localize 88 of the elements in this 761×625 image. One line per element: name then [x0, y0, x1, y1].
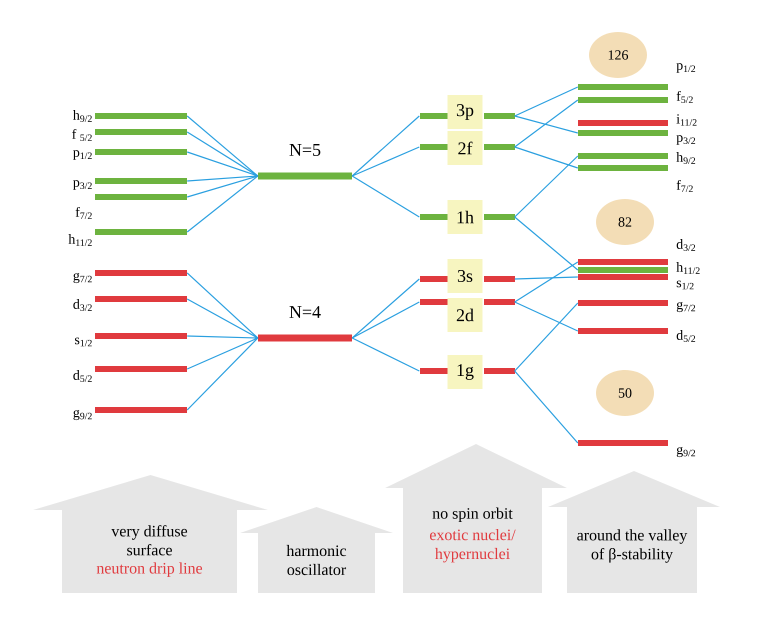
- node-label: h$_{9/2}$: [73, 110, 92, 122]
- energy-level: g$_{7/2}$: [73, 270, 187, 284]
- energy-level: 2d: [420, 298, 515, 332]
- energy-level: 2f: [420, 131, 515, 165]
- energy-level: f $_{5/2}$: [72, 128, 187, 142]
- energy-level: g$_{7/2}$: [578, 300, 696, 312]
- connector-line: [186, 337, 258, 370]
- connector-line: [352, 175, 420, 218]
- energy-level: N=5: [258, 144, 352, 180]
- node-label: p$_{1/2}$: [676, 63, 696, 73]
- energy-level: h$_{11/2}$: [68, 229, 187, 246]
- energy-level: d$_{5/2}$: [578, 328, 696, 342]
- node-label: h$_{11/2}$: [676, 262, 700, 274]
- node-label: h$_{11/2}$: [68, 234, 92, 246]
- connector-line: [352, 337, 420, 372]
- energy-level: g$_{9/2}$: [73, 407, 187, 420]
- node-label: p$_{3/2}$: [73, 180, 92, 190]
- energy-level: 1g: [420, 355, 515, 389]
- connector-line: [514, 146, 578, 169]
- connector-line: [186, 176, 258, 232]
- node-label: d$_{5/2}$: [73, 370, 92, 382]
- energy-level: h$_{9/2}$: [73, 110, 187, 122]
- node-label: s$_{1/2}$: [74, 338, 92, 346]
- energy-level: s$_{1/2}$: [74, 333, 187, 346]
- energy-level: h$_{9/2}$: [578, 152, 696, 164]
- node-label: N=5: [290, 144, 320, 156]
- connector-line: [514, 216, 578, 270]
- upward-arrow-box: harmonic oscillator: [240, 507, 393, 593]
- connector-line: [186, 272, 258, 338]
- energy-level: p$_{3/2}$: [73, 178, 187, 190]
- node-label: p$_{1/2}$: [73, 150, 92, 160]
- upward-arrow-box: very diffuse surface neutron drip line: [33, 475, 268, 593]
- connector-line: [352, 301, 420, 339]
- node-label: g$_{7/2}$: [73, 272, 92, 284]
- connector-line: [514, 301, 578, 332]
- energy-level: d$_{3/2}$: [73, 296, 187, 311]
- connector-line: [514, 156, 578, 218]
- connector-line: [514, 261, 578, 302]
- energy-level: p$_{1/2}$: [73, 149, 187, 160]
- connector-line: [186, 298, 258, 339]
- node-label: h$_{9/2}$: [676, 152, 696, 164]
- connector-line: [352, 116, 420, 176]
- connector-line: [514, 115, 578, 134]
- connector-line: [514, 276, 578, 280]
- connector-line: [186, 116, 258, 176]
- connector-line: [514, 370, 578, 444]
- energy-level: p$_{3/2}$: [578, 130, 696, 145]
- node-label: s$_{1/2}$: [676, 280, 694, 290]
- connector-line: [514, 100, 578, 148]
- energy-level: g$_{9/2}$: [578, 440, 696, 458]
- energy-level: s$_{1/2}$: [578, 274, 694, 290]
- node-label: p$_{3/2}$: [676, 135, 696, 145]
- energy-level: 3p: [420, 95, 515, 129]
- upward-arrow-box: around the valley of β-stability: [548, 471, 720, 593]
- connector-line: [187, 151, 258, 177]
- energy-level: f$_{7/2}$: [76, 194, 187, 220]
- node-label: d$_{5/2}$: [676, 330, 696, 342]
- connector-line: [352, 278, 420, 338]
- energy-level: d$_{5/2}$: [73, 366, 187, 382]
- connector-line: [186, 131, 258, 176]
- node-label: g$_{7/2}$: [676, 302, 696, 312]
- node-label: d$_{3/2}$: [676, 239, 696, 251]
- node-label: d$_{3/2}$: [73, 299, 92, 311]
- energy-level: 3s: [420, 259, 515, 293]
- energy-level: f$_{5/2}$: [578, 90, 693, 104]
- node-label: g$_{9/2}$: [676, 446, 696, 458]
- node-label: f $_{5/2}$: [72, 128, 92, 142]
- connector-line: [187, 175, 258, 198]
- node-label: f$_{7/2}$: [76, 206, 92, 220]
- energy-level: i$_{11/2}$: [578, 114, 697, 126]
- node-label: f$_{5/2}$: [676, 90, 693, 104]
- node-label: f$_{7/2}$: [676, 180, 693, 192]
- node-label: neutron drip line: [96, 562, 202, 577]
- connector-line: [514, 302, 578, 372]
- connector-line: [514, 86, 578, 117]
- energy-level: h$_{11/2}$: [578, 262, 700, 274]
- node-label: i$_{11/2}$: [676, 114, 697, 126]
- node-label: very diffuse surface: [111, 525, 188, 556]
- connector-line: [352, 146, 420, 177]
- energy-level: f$_{7/2}$: [578, 165, 693, 192]
- connector-line: [186, 338, 258, 410]
- connector-line: [187, 175, 258, 182]
- node-label: N=4: [290, 306, 321, 318]
- upward-arrow-box: no spin orbit exotic nuclei/ hypernuclei: [385, 444, 567, 593]
- energy-level: 1h: [420, 200, 515, 234]
- connector-line: [187, 335, 258, 339]
- energy-level: N=4: [258, 306, 352, 342]
- node-label: g$_{9/2}$: [73, 410, 92, 420]
